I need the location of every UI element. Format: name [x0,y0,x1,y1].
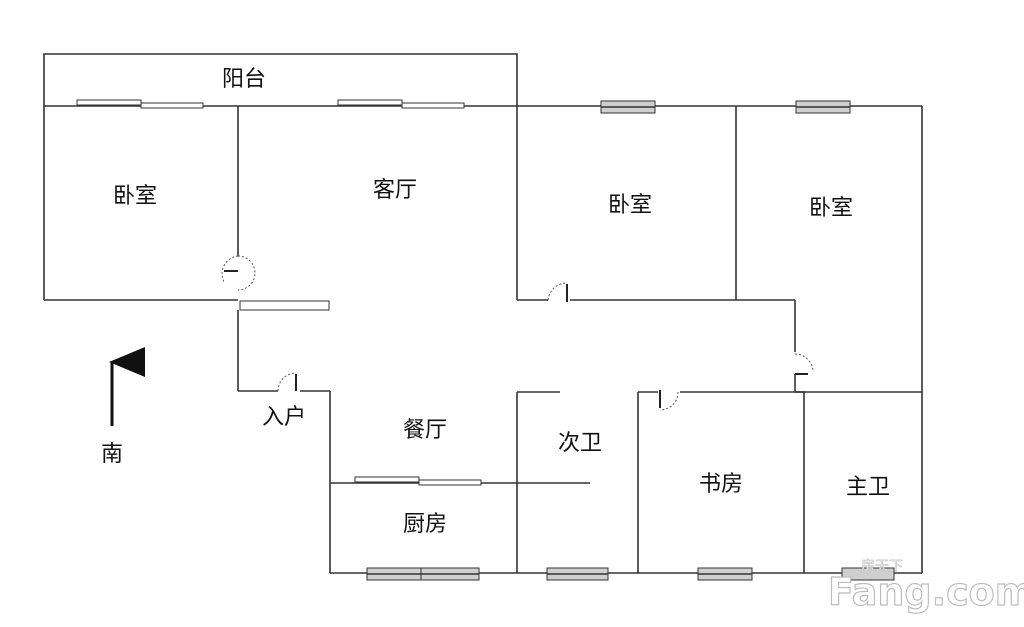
label-study: 书房 [699,472,743,497]
balcony-window-east-b [401,102,465,109]
walls [43,53,923,574]
windows [76,99,895,581]
kitchen-pass-b [418,479,482,486]
watermark-chinese: 房天下 [861,559,903,575]
door-study [659,390,679,411]
label-balcony: 阳台 [222,67,266,92]
label-bedroom-west: 卧室 [113,184,157,209]
balcony-window-east-a [337,99,403,106]
watermark: 房天下 Fang.com [827,559,1024,615]
label-bedroom-middle: 卧室 [608,193,652,218]
label-master-bathroom: 主卫 [846,475,890,500]
door-east-bedroom [794,353,814,375]
doors [221,255,814,411]
label-second-bathroom: 次卫 [558,431,602,456]
label-kitchen: 厨房 [403,512,447,537]
door-west-bedroom [221,255,256,291]
room-labels: 阳台 卧室 客厅 卧室 卧室 入户 餐厅 次卫 书房 主卫 厨房 [113,67,890,537]
kitchen-pass-a [354,476,420,483]
label-living-room: 客厅 [373,178,417,203]
balcony-window-west-a [76,99,142,106]
label-dining-room: 餐厅 [403,418,447,443]
direction-label: 南 [101,442,123,467]
label-entrance: 入户 [262,405,306,430]
partition-panel [239,300,330,311]
watermark-brand: Fang.com [828,570,1024,614]
balcony-wall [43,53,518,106]
door-middle-bedroom [547,282,568,302]
label-bedroom-east: 卧室 [809,196,853,221]
balcony-window-west-b [140,102,204,109]
door-entrance [277,372,297,392]
window-master-bath [841,567,895,581]
orientation: 南 [101,347,145,467]
